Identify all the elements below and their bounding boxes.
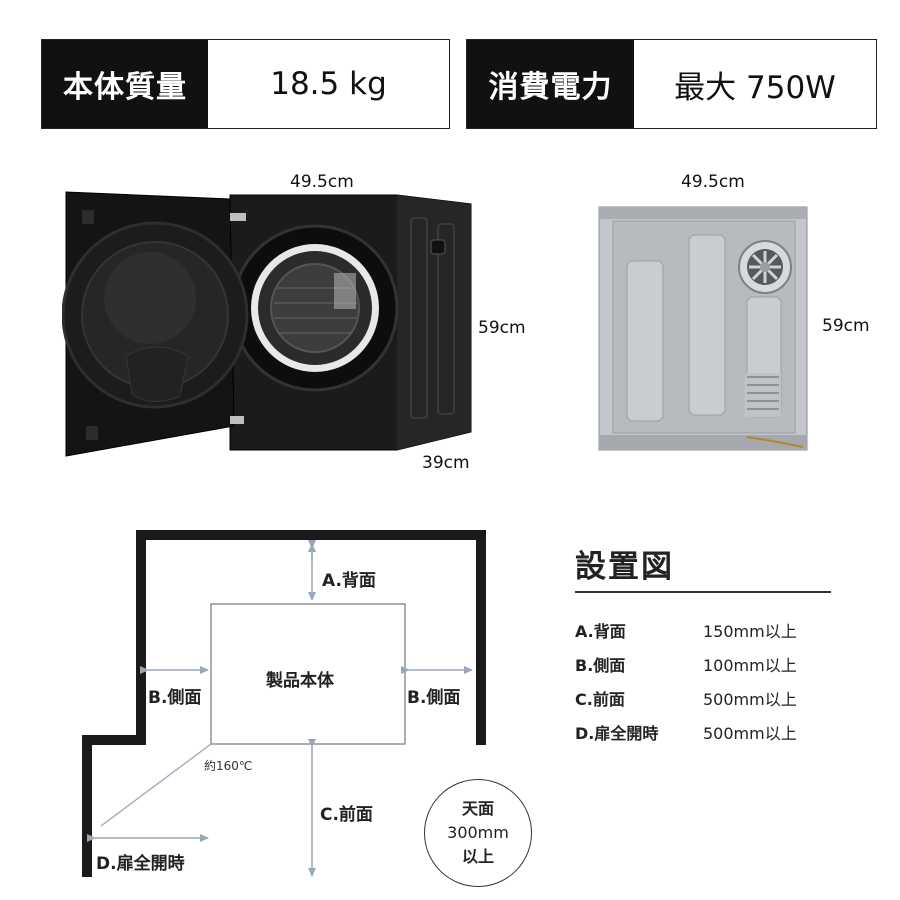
legend-row: C.前面 500mm以上 xyxy=(575,686,835,710)
legend-key: D.扉全開時 xyxy=(575,724,659,743)
top-clearance-line2: 300mm xyxy=(447,823,509,842)
front-height-label: 59cm xyxy=(478,318,526,338)
top-clearance-badge: 天面 300mm 以上 xyxy=(424,779,532,887)
front-clearance-label: C.前面 xyxy=(320,805,373,825)
back-clearance-label: A.背面 xyxy=(322,571,376,591)
power-spec-box: 消費電力 最大 750W xyxy=(466,39,877,129)
legend-value: 150mm以上 xyxy=(703,622,797,641)
product-footprint xyxy=(210,603,406,745)
front-depth-label: 39cm xyxy=(422,453,470,473)
weight-spec-box: 本体質量 18.5 kg xyxy=(41,39,450,129)
legend-row: B.側面 100mm以上 xyxy=(575,652,835,676)
dryer-front-photo xyxy=(62,191,472,457)
back-height-label: 59cm xyxy=(822,316,870,336)
side-right-clearance-label: B.側面 xyxy=(407,688,461,708)
legend-key: C.前面 xyxy=(575,690,625,709)
legend-value: 500mm以上 xyxy=(703,724,797,743)
weight-label: 本体質量 xyxy=(42,40,208,128)
top-clearance-line3: 以上 xyxy=(461,847,494,866)
legend-value: 100mm以上 xyxy=(703,656,797,675)
legend-key: A.背面 xyxy=(575,622,626,641)
power-label: 消費電力 xyxy=(467,40,634,128)
door-open-clearance-label: D.扉全開時 xyxy=(96,854,185,874)
door-angle-label: 約160℃ xyxy=(204,759,253,773)
legend-key: B.側面 xyxy=(575,656,626,675)
dryer-back-photo xyxy=(598,206,808,451)
product-body-label: 製品本体 xyxy=(266,671,334,691)
legend-row: A.背面 150mm以上 xyxy=(575,618,835,642)
back-width-label: 49.5cm xyxy=(681,172,745,192)
legend-value: 500mm以上 xyxy=(703,690,797,709)
wall-outline xyxy=(82,530,486,877)
weight-value: 18.5 kg xyxy=(270,66,387,102)
legend-title: 設置図 xyxy=(575,549,674,585)
power-value: 最大 750W xyxy=(674,69,836,106)
legend-divider xyxy=(575,591,831,593)
top-clearance-line1: 天面 xyxy=(461,799,494,818)
side-left-clearance-label: B.側面 xyxy=(148,688,202,708)
front-width-label: 49.5cm xyxy=(290,172,354,192)
legend-row: D.扉全開時 500mm以上 xyxy=(575,720,835,744)
